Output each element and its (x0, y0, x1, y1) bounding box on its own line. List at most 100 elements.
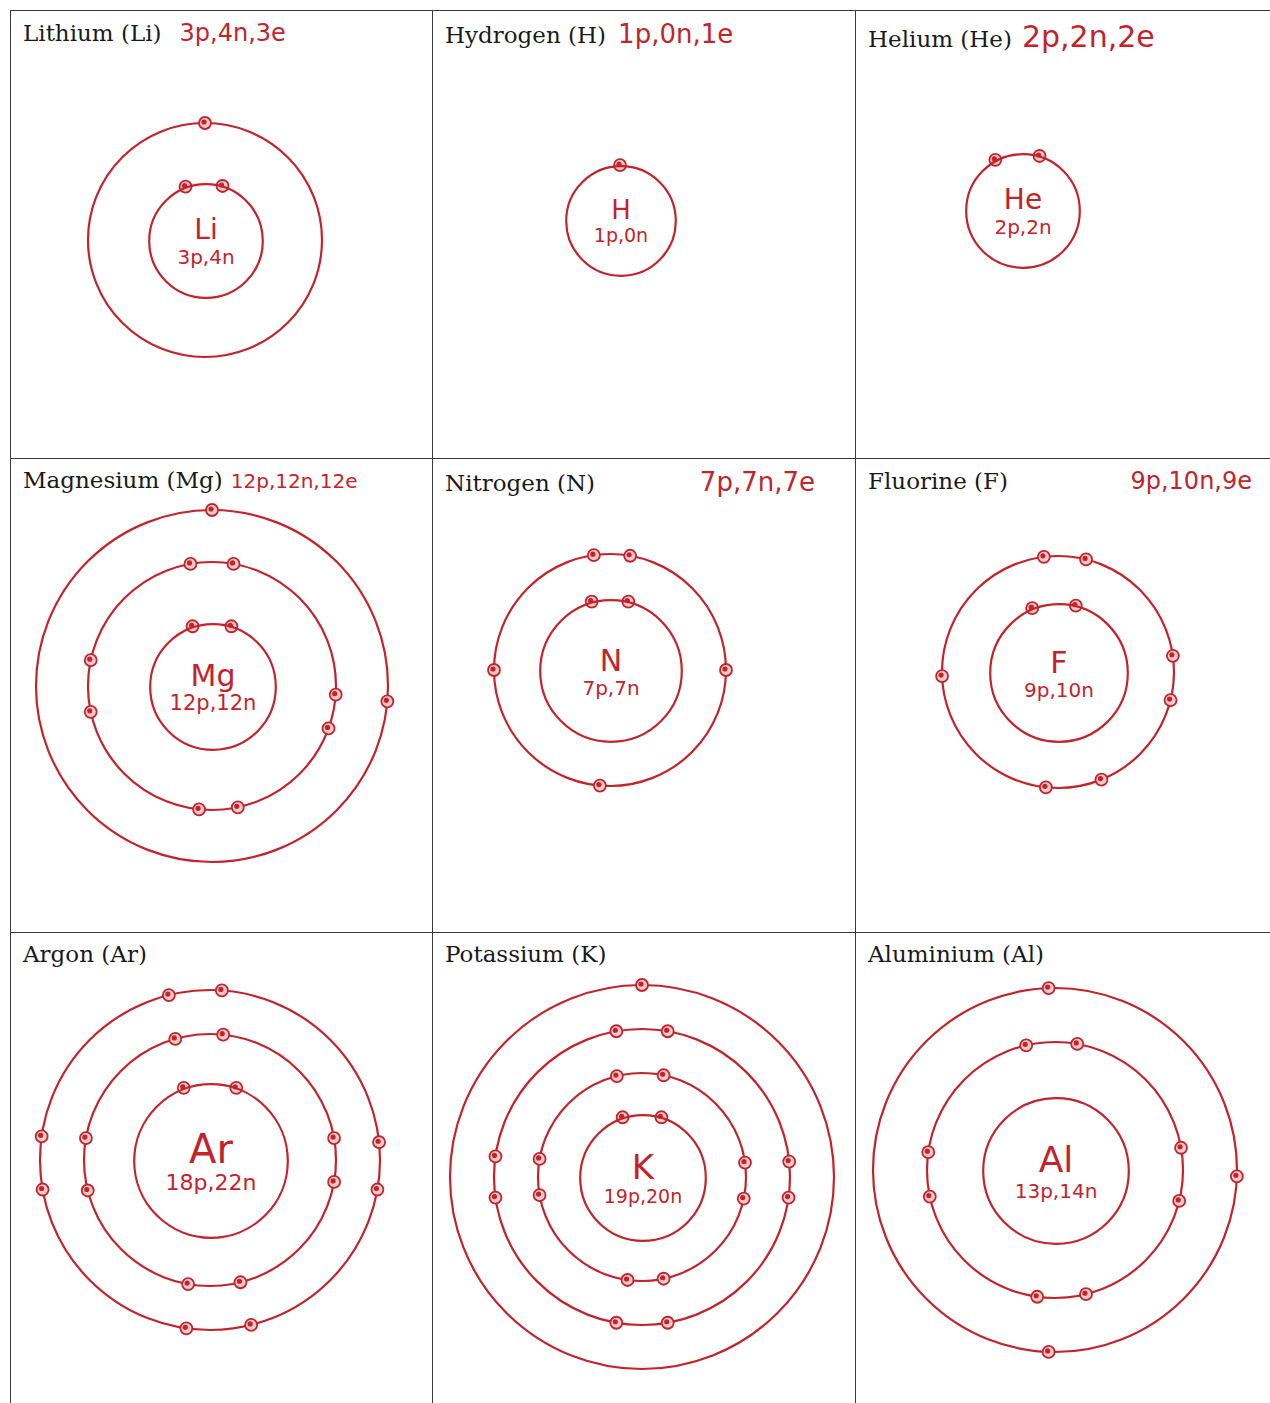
electron-core (596, 782, 601, 787)
nucleus-circle: N7p,7n (539, 599, 683, 743)
element-name: Nitrogen (N) (445, 470, 595, 498)
particle-count: 7p,7n,7e (700, 467, 815, 498)
element-name: Fluorine (F) (868, 468, 1008, 496)
element-symbol: K (632, 1149, 654, 1186)
nucleus-count: 7p,7n (582, 677, 639, 699)
element-symbol: F (1050, 646, 1067, 679)
electron (373, 1136, 385, 1148)
electron (180, 1322, 192, 1334)
electron (85, 654, 97, 666)
electron (658, 1069, 670, 1081)
electron-core (536, 1191, 541, 1196)
nucleus-circle: H1p,0n (565, 165, 677, 277)
element-cell: Helium (He)2p,2n,2eHe2p,2n (855, 10, 1270, 459)
nucleus-circle: F9p,10n (989, 603, 1129, 743)
electron (371, 1184, 383, 1196)
electron-core (1045, 985, 1050, 990)
nucleus-label: F9p,10n (1024, 646, 1094, 701)
nucleus-count: 19p,20n (604, 1186, 683, 1207)
electron-core (195, 806, 200, 811)
cell-header: Aluminium (Al) (856, 933, 1270, 969)
electron-core (492, 1194, 497, 1199)
element-symbol: Mg (191, 659, 236, 692)
electron (232, 801, 244, 813)
electron-core (1177, 1144, 1182, 1149)
electron-core (786, 1158, 791, 1163)
electron-core (332, 691, 337, 696)
nucleus-count: 18p,22n (166, 1171, 257, 1195)
electron (82, 1184, 94, 1196)
electron (1020, 1039, 1032, 1051)
electron (36, 1130, 48, 1142)
electron-core (82, 1135, 87, 1140)
nucleus-label: Li3p,4n (177, 215, 234, 268)
atom-shells (450, 979, 834, 1369)
electron-core (741, 1159, 746, 1164)
electron (662, 1317, 674, 1329)
electron-shell (494, 1029, 790, 1325)
electron-core (220, 1031, 225, 1036)
electron-core (1042, 784, 1047, 789)
particle-count: 12p,12n,12e (231, 469, 358, 493)
electron (1040, 781, 1052, 793)
nucleus-count: 12p,12n (170, 692, 257, 715)
element-name: Hydrogen (H) (445, 22, 606, 50)
electron-shell (538, 1073, 746, 1281)
electron (182, 1278, 194, 1290)
electron-core (230, 560, 235, 565)
electron-core (926, 1193, 931, 1198)
electron (739, 1157, 751, 1169)
nucleus-circle: Mg12p,12n (149, 623, 277, 751)
electron (1043, 1346, 1055, 1358)
electron (328, 1132, 340, 1144)
electron-core (664, 1028, 669, 1033)
electron-core (38, 1133, 43, 1138)
electron (184, 558, 196, 570)
electron-core (722, 666, 727, 671)
electron (1031, 1291, 1043, 1303)
atom-shells (873, 982, 1243, 1358)
electron-core (375, 1139, 380, 1144)
electron-core (84, 1187, 89, 1192)
nucleus-count: 1p,0n (594, 225, 648, 246)
electron (662, 1025, 674, 1037)
element-symbol: N (600, 644, 622, 677)
electron-shell (88, 562, 336, 810)
electron (217, 1029, 229, 1041)
element-cell: Aluminium (Al)Al13p,14n (855, 932, 1270, 1403)
electron (1167, 650, 1179, 662)
electron-core (237, 1279, 242, 1284)
element-symbol: He (1004, 185, 1042, 216)
electron-core (1023, 1042, 1028, 1047)
nucleus-count: 13p,14n (1015, 1180, 1098, 1202)
electron-core (1233, 1173, 1238, 1178)
electron (783, 1156, 795, 1168)
electron-core (330, 1135, 335, 1140)
element-cell: Lithium (Li)3p,4n,3eLi3p,4n (10, 10, 433, 459)
nucleus-ring (540, 600, 682, 742)
electron-core (248, 1321, 253, 1326)
electron (330, 689, 342, 701)
electron (1095, 774, 1107, 786)
element-symbol: Ar (189, 1127, 233, 1171)
electron (611, 1070, 623, 1082)
electron (658, 1273, 670, 1285)
electron (206, 504, 218, 516)
electron-core (201, 119, 206, 124)
electron (85, 706, 97, 718)
electron-core (627, 552, 632, 557)
nucleus-ring (983, 1098, 1129, 1244)
electron-core (1074, 1040, 1079, 1045)
electron (534, 1153, 546, 1165)
electron (1173, 1195, 1185, 1207)
electron-shell (494, 554, 726, 786)
electron-core (660, 1275, 665, 1280)
electron-core (172, 1035, 177, 1040)
electron-shell (88, 123, 322, 357)
nucleus-label: Mg12p,12n (170, 659, 257, 715)
cell-header: Fluorine (F)9p,10n,9e (856, 459, 1270, 496)
electron (228, 558, 240, 570)
electron (636, 979, 648, 991)
nucleus-ring (149, 184, 263, 298)
electron (1231, 1170, 1243, 1182)
